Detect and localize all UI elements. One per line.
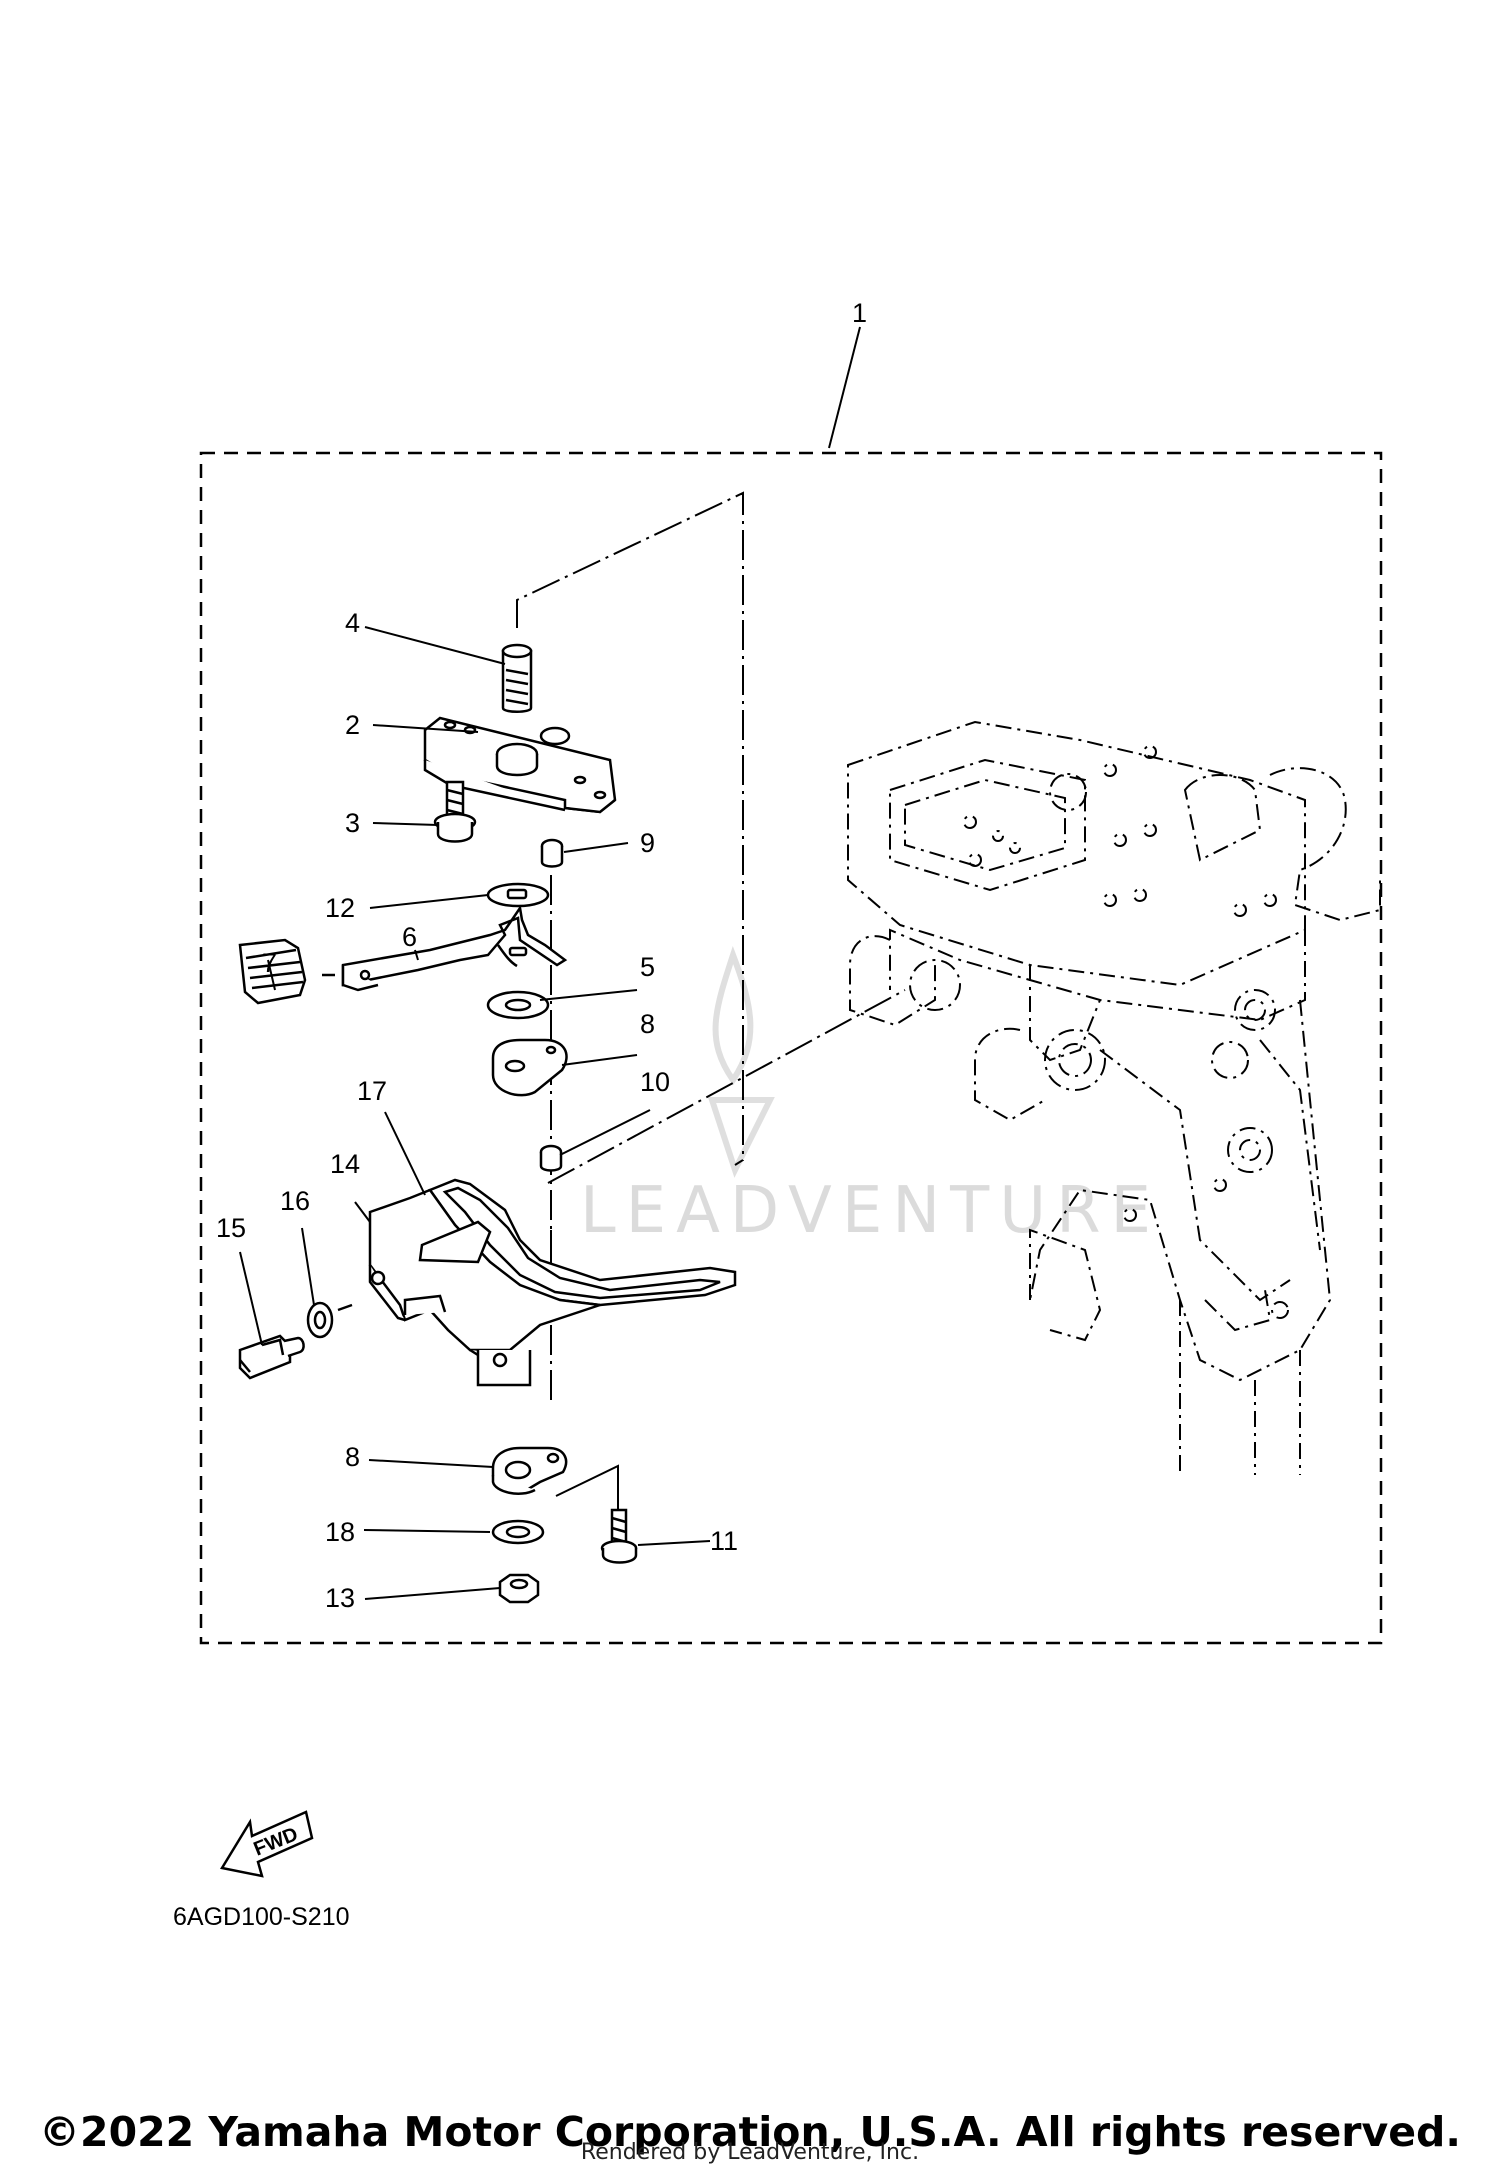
part-2-mounting-plate — [423, 716, 617, 814]
part-8-cam-plate-upper — [491, 1038, 568, 1097]
bracket-assembly-outline — [847, 720, 1381, 1475]
callout-3: 3 — [345, 808, 360, 838]
callout-16: 16 — [280, 1186, 310, 1216]
part-16-washer — [306, 1301, 353, 1339]
callout-7: 7 — [262, 948, 277, 978]
watermark-text: LEADVENTURE — [580, 1174, 1161, 1248]
diagram-code: 6AGD100-S210 — [173, 1903, 350, 1931]
callout-18: 18 — [325, 1517, 355, 1547]
part-8-cam-plate-lower — [491, 1446, 568, 1495]
callout-5: 5 — [640, 952, 655, 982]
watermark-flame-logo — [707, 945, 775, 1178]
part-3-flange-bolt — [433, 780, 477, 843]
callout-4: 4 — [345, 608, 360, 638]
callout-8-lower: 8 — [345, 1442, 360, 1472]
part-9-collar — [540, 838, 564, 868]
part-11-flange-bolt — [600, 1508, 638, 1564]
callout-10: 10 — [640, 1067, 670, 1097]
part-6-shift-lever — [341, 904, 568, 992]
leader-lines — [239, 326, 861, 1600]
callout-labels: 1 2 3 4 5 6 7 8 8 9 10 11 12 13 14 15 16… — [216, 298, 867, 1613]
part-4-shoulder-bolt — [501, 643, 533, 713]
callout-15: 15 — [216, 1213, 246, 1243]
copyright-notice: ©2022 Yamaha Motor Corporation, U.S.A. A… — [39, 2108, 1461, 2156]
part-15-bolt — [238, 1334, 305, 1380]
fwd-arrow-icon: FWD — [220, 1810, 314, 1878]
callout-14: 14 — [330, 1149, 360, 1179]
callout-2: 2 — [345, 710, 360, 740]
callout-13: 13 — [325, 1583, 355, 1613]
part-14-bracket — [368, 1188, 601, 1387]
assembly-boundary — [199, 451, 1383, 1645]
callout-8-upper: 8 — [640, 1009, 655, 1039]
part-18-washer — [491, 1519, 545, 1545]
part-7-grip — [238, 938, 335, 1005]
callout-9: 9 — [640, 828, 655, 858]
callout-17: 17 — [357, 1076, 387, 1106]
part-13-nut — [498, 1573, 540, 1604]
part-5-washer — [486, 990, 550, 1020]
part-10-collar — [539, 1144, 563, 1172]
assembly-axis-lines — [516, 491, 906, 1520]
callout-1: 1 — [852, 298, 867, 328]
callout-12: 12 — [325, 893, 355, 923]
part-12-plate-washer — [486, 882, 550, 908]
callout-6: 6 — [402, 922, 417, 952]
rendered-by-credit: Rendered by LeadVenture, Inc. — [580, 2140, 920, 2165]
watermark: LEADVENTURE — [580, 945, 1161, 1248]
callout-11: 11 — [710, 1526, 738, 1556]
